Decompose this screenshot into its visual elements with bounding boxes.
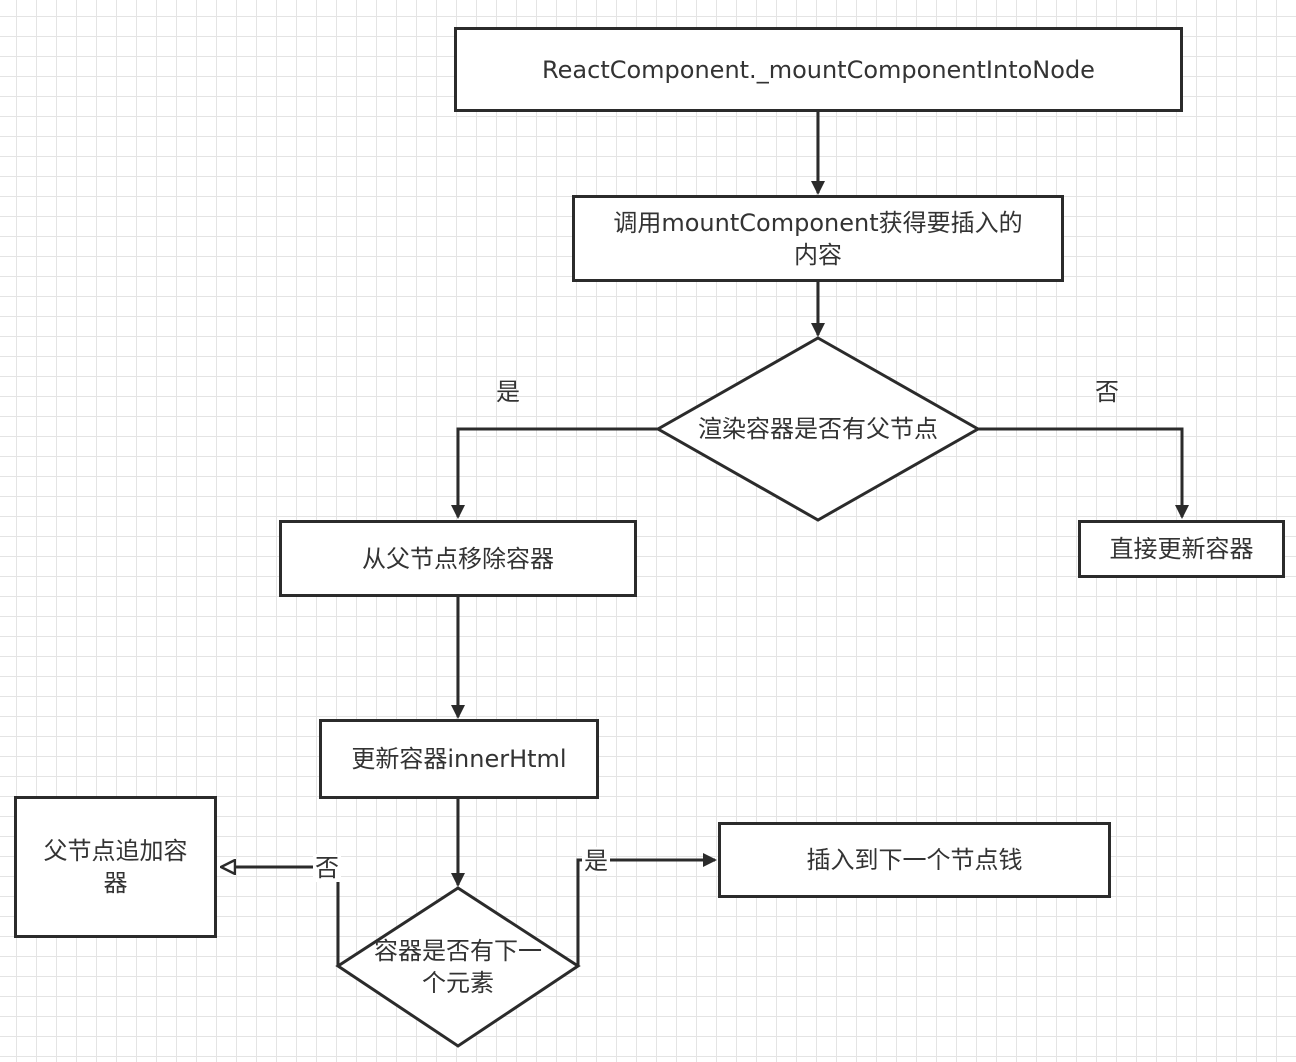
decision-next-text: 容器是否有下一个元素 (364, 934, 552, 1000)
append-to-parent-node: 父节点追加容器 (14, 796, 217, 938)
remove-from-parent-label: 从父节点移除容器 (362, 544, 554, 573)
decision-parent-diamond (654, 336, 982, 522)
update-directly-node: 直接更新容器 (1078, 520, 1285, 578)
decision-next-diamond (335, 886, 581, 1048)
insert-before-next-node: 插入到下一个节点钱 (718, 822, 1111, 898)
decision-parent-label: 渲染容器是否有父节点 (698, 415, 938, 443)
call-mount-node: 调用mountComponent获得要插入的内容 (572, 195, 1064, 282)
update-inner-html-label: 更新容器innerHtml (351, 745, 567, 773)
edge-next-yes (576, 853, 717, 966)
decision-parent-text: 渲染容器是否有父节点 (668, 409, 968, 449)
start-node-label: ReactComponent._mountComponentIntoNode (542, 55, 1095, 84)
call-mount-node-label: 调用mountComponent获得要插入的内容 (613, 208, 1023, 269)
append-to-parent-label: 父节点追加容器 (43, 837, 188, 897)
update-directly-label: 直接更新容器 (1109, 535, 1254, 563)
insert-before-next-label: 插入到下一个节点钱 (806, 846, 1023, 874)
update-inner-html-node: 更新容器innerHtml (319, 719, 599, 799)
start-node: ReactComponent._mountComponentIntoNode (454, 27, 1183, 112)
edge-label-next-no: 否 (313, 854, 341, 882)
edge-parent-no (978, 427, 1189, 519)
decision-next-label: 容器是否有下一个元素 (374, 937, 542, 997)
edge-label-parent-no: 否 (1095, 378, 1119, 406)
remove-from-parent-node: 从父节点移除容器 (279, 520, 637, 597)
edge-parent-yes (451, 427, 658, 519)
edge-label-next-yes: 是 (582, 847, 610, 875)
edge-label-parent-yes: 是 (496, 378, 520, 406)
